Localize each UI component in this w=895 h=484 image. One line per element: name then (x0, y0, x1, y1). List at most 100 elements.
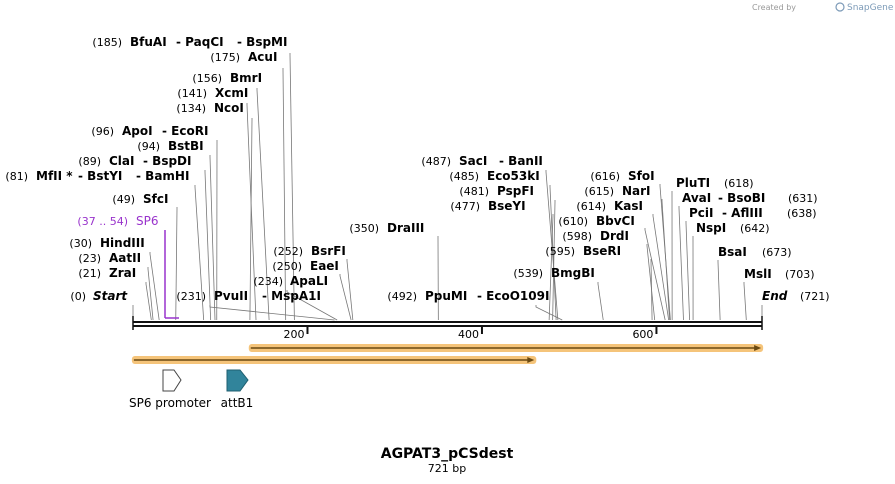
site-pos: (23) (78, 252, 101, 265)
site-name-bamhi[interactable]: - BamHI (136, 169, 189, 183)
site-name-ecori[interactable]: - EcoRI (162, 124, 208, 138)
start-label: Start (93, 289, 128, 303)
site-pos: (703) (785, 268, 815, 281)
site-pos: (234) (253, 275, 283, 288)
site-pos: (175) (210, 51, 240, 64)
site-name-pspfi[interactable]: PspFI (497, 184, 534, 198)
site-line-bmgbi (597, 282, 604, 321)
site-name-bspmi[interactable]: - BspMI (237, 35, 287, 49)
site-line-aatii (147, 267, 154, 321)
site-pos: (231) (176, 290, 206, 303)
feature-sp6-promoter[interactable]: SP6 promoter (129, 369, 211, 410)
site-pos: (94) (137, 140, 160, 153)
site-line-bseyi (548, 214, 554, 321)
site-line-mfii (194, 185, 205, 321)
orf-1-arrowhead (527, 357, 535, 363)
site-name-bsrfi[interactable]: BsrFI (311, 244, 346, 258)
site-name-aatii[interactable]: AatII (109, 251, 141, 265)
site-name-sfci[interactable]: SfcI (143, 192, 168, 206)
orf-2-arrowhead (754, 345, 762, 351)
site-name-eco53ki[interactable]: Eco53kI (487, 169, 540, 183)
ruler: 200 400 600 (283, 327, 658, 341)
site-line-zrai (145, 282, 152, 321)
site-name-sfoi[interactable]: SfoI (628, 169, 655, 183)
site-name-apali[interactable]: ApaLI (290, 274, 328, 288)
site-line-sfci (175, 207, 178, 321)
site-pos: (492) (387, 290, 417, 303)
sp6-primer-label[interactable]: SP6 (136, 214, 159, 228)
site-name-mfii[interactable]: MfII * (36, 169, 73, 183)
end-label: End (762, 289, 788, 303)
site-name-bseyi[interactable]: BseYI (488, 199, 526, 213)
site-name-bmgbi[interactable]: BmgBI (551, 266, 595, 280)
site-name-bsai[interactable]: BsaI (718, 245, 747, 259)
site-name-zrai[interactable]: ZraI (109, 266, 136, 280)
site-name-pluti[interactable]: PluTI (676, 176, 710, 190)
site-name-xcmi[interactable]: XcmI (215, 86, 248, 100)
site-pos: (485) (449, 170, 479, 183)
orf-2[interactable] (248, 344, 764, 352)
site-name-avai[interactable]: AvaI (682, 191, 711, 205)
site-name-pcii[interactable]: PciI (689, 206, 714, 220)
site-line-pcii (685, 221, 690, 321)
site-name-nari[interactable]: NarI (622, 184, 651, 198)
site-name-hindiii[interactable]: HindIII (100, 236, 145, 250)
site-name-afliii[interactable]: - AflIII (722, 206, 763, 220)
site-line-bstbi (209, 155, 216, 321)
site-name-mspa1i[interactable]: - MspA1I (262, 289, 321, 303)
site-name-bstbi[interactable]: BstBI (168, 139, 204, 153)
site-name-ecoo109i[interactable]: - EcoO109I (477, 289, 549, 303)
site-line-acui (282, 68, 287, 321)
site-pos: (618) (724, 177, 754, 190)
site-line-bfuai (289, 53, 295, 321)
site-labels: (185) BfuAI - PaqCI - BspMI (175) AcuI (… (5, 35, 829, 303)
site-name-draiii[interactable]: DraIII (387, 221, 424, 235)
site-name-clai[interactable]: ClaI (109, 154, 134, 168)
site-line-ppumi (535, 305, 563, 321)
site-line-bsai (717, 260, 721, 321)
site-name-acui[interactable]: AcuI (248, 50, 277, 64)
end-pos: (721) (800, 290, 830, 303)
site-name-bfuai[interactable]: BfuAI (130, 35, 167, 49)
site-line-ncoi (249, 118, 253, 321)
site-name-bbvci[interactable]: BbvCI (596, 214, 635, 228)
site-name-apoi[interactable]: ApoI (122, 124, 153, 138)
sp6-primer-pos: (37 .. 54) (77, 215, 128, 228)
site-name-bstyi[interactable]: - BstYI (78, 169, 122, 183)
site-name-ppumi[interactable]: PpuMI (425, 289, 467, 303)
site-pos: (21) (78, 267, 101, 280)
site-name-bseri[interactable]: BseRI (583, 244, 621, 258)
site-pos: (616) (590, 170, 620, 183)
site-pos: (539) (513, 267, 543, 280)
site-pos: (642) (740, 222, 770, 235)
site-name-eaei[interactable]: EaeI (310, 259, 339, 273)
snapgene-logo: SnapGene (835, 2, 894, 13)
brand-name: SnapGene (847, 3, 894, 13)
orf-1[interactable] (131, 356, 537, 364)
site-name-msli[interactable]: MslI (744, 267, 772, 281)
feature-attb1[interactable]: attB1 (221, 369, 254, 410)
site-name-bmri[interactable]: BmrI (230, 71, 262, 85)
site-name-nspi[interactable]: NspI (696, 221, 726, 235)
site-pos: (30) (69, 237, 92, 250)
site-pos: (615) (584, 185, 614, 198)
site-pos: (156) (192, 72, 222, 85)
site-name-bspdi[interactable]: - BspDI (143, 154, 191, 168)
site-name-kasi[interactable]: KasI (614, 199, 643, 213)
site-pos: (638) (787, 207, 817, 220)
site-line-pvuii (209, 305, 335, 321)
site-pos: (487) (421, 155, 451, 168)
site-name-banii[interactable]: - BanII (499, 154, 543, 168)
site-name-bsobi[interactable]: - BsoBI (718, 191, 765, 205)
site-pos: (614) (576, 200, 606, 213)
site-line-xcmi (246, 103, 257, 321)
site-name-saci[interactable]: SacI (459, 154, 487, 168)
sequence-backbone (132, 316, 763, 330)
site-pos: (81) (5, 170, 28, 183)
feature-label-attb1: attB1 (221, 396, 254, 410)
site-name-ncoi[interactable]: NcoI (214, 101, 244, 115)
site-name-drdi[interactable]: DrdI (600, 229, 629, 243)
site-name-paqci[interactable]: - PaqCI (176, 35, 224, 49)
sp6-primer[interactable] (164, 230, 179, 319)
site-name-pvuii[interactable]: PvuII (214, 289, 248, 303)
